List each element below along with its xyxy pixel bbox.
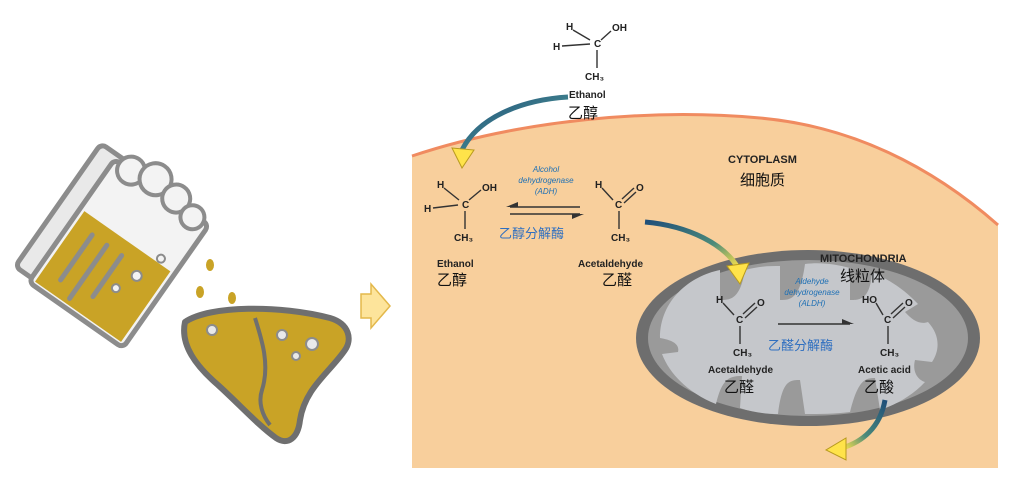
acetic-acid-structure: HO C O CH₃	[862, 295, 913, 359]
cytoplasm-label: CYTOPLASM	[728, 154, 797, 166]
cytoplasm-zh: 细胞质	[740, 171, 785, 189]
ethanol-outside-label: Ethanol	[569, 90, 606, 101]
svg-text:dehydrogenase: dehydrogenase	[518, 176, 574, 185]
mitochondria-cristae	[660, 263, 938, 414]
liver-icon	[181, 305, 352, 445]
entry-arrow	[451, 94, 569, 169]
right-arrow-icon	[360, 281, 391, 331]
beer-drops	[196, 259, 236, 304]
svg-text:CH₃: CH₃	[611, 233, 630, 244]
svg-text:O: O	[636, 183, 644, 194]
svg-text:CH₃: CH₃	[880, 348, 899, 359]
svg-text:dehydrogenase: dehydrogenase	[784, 288, 840, 297]
svg-text:OH: OH	[612, 23, 627, 34]
adh-zh: 乙醇分解酶	[499, 226, 564, 242]
ethanol-outside-structure: H H C OH CH₃	[553, 22, 627, 83]
svg-text:Aldehyde: Aldehyde	[794, 277, 829, 286]
svg-text:OH: OH	[482, 183, 497, 194]
svg-text:C: C	[594, 39, 601, 50]
mitochondria-zh: 线粒体	[840, 267, 885, 285]
svg-text:(ALDH): (ALDH)	[799, 299, 826, 308]
svg-text:H: H	[424, 204, 431, 215]
aldh-zh: 乙醛分解酶	[768, 338, 833, 354]
ethanol-cyto-structure: H H C OH CH₃	[424, 180, 497, 244]
svg-text:(ADH): (ADH)	[535, 187, 558, 196]
mito-entry-arrow	[644, 219, 750, 286]
svg-text:HO: HO	[862, 295, 877, 306]
exit-arrow	[824, 399, 888, 461]
mitochondrion	[636, 250, 980, 426]
mitochondria-label: MITOCHONDRIA	[820, 253, 907, 265]
svg-text:H: H	[566, 22, 573, 33]
svg-text:Alcohol: Alcohol	[532, 165, 559, 174]
svg-text:CH₃: CH₃	[733, 348, 752, 359]
adh-reversible-arrows	[506, 202, 584, 219]
svg-text:CH₃: CH₃	[585, 72, 604, 83]
svg-text:C: C	[884, 315, 891, 326]
aldh-enzyme-label: Aldehyde dehydrogenase (ALDH)	[784, 277, 840, 308]
beer-glass-icon	[14, 143, 210, 349]
ethanol-outside-zh: 乙醇	[568, 104, 598, 122]
acetic-acid-zh: 乙酸	[864, 378, 894, 396]
svg-text:C: C	[615, 200, 622, 211]
svg-text:H: H	[437, 180, 444, 191]
acetaldehyde-cyto-label: Acetaldehyde	[578, 259, 643, 270]
ethanol-cyto-label: Ethanol	[437, 259, 474, 270]
svg-text:H: H	[595, 180, 602, 191]
acetaldehyde-cyto-zh: 乙醛	[602, 271, 632, 289]
svg-text:C: C	[462, 200, 469, 211]
acetaldehyde-mito-zh: 乙醛	[724, 378, 754, 396]
svg-text:O: O	[905, 298, 913, 309]
acetaldehyde-mito-structure: H C O CH₃	[716, 295, 765, 359]
svg-text:O: O	[757, 298, 765, 309]
svg-text:H: H	[553, 42, 560, 53]
adh-enzyme-label: Alcohol dehydrogenase (ADH)	[518, 165, 574, 196]
ethanol-cyto-zh: 乙醇	[437, 271, 467, 289]
svg-text:C: C	[736, 315, 743, 326]
acetic-acid-label: Acetic acid	[858, 365, 911, 376]
aldh-arrow	[778, 319, 854, 325]
acetaldehyde-cyto-structure: H C O CH₃	[595, 180, 644, 244]
svg-text:H: H	[716, 295, 723, 306]
svg-text:CH₃: CH₃	[454, 233, 473, 244]
acetaldehyde-mito-label: Acetaldehyde	[708, 365, 773, 376]
